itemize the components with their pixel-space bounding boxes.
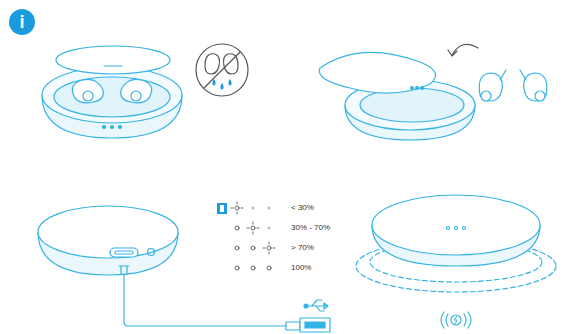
battery-level: > 70% (291, 243, 314, 253)
battery-level: 100% (291, 263, 311, 273)
info-icon-letter: i (9, 13, 35, 31)
battery-level: < 30% (291, 203, 314, 213)
battery-level: 30% - 70% (291, 223, 330, 233)
